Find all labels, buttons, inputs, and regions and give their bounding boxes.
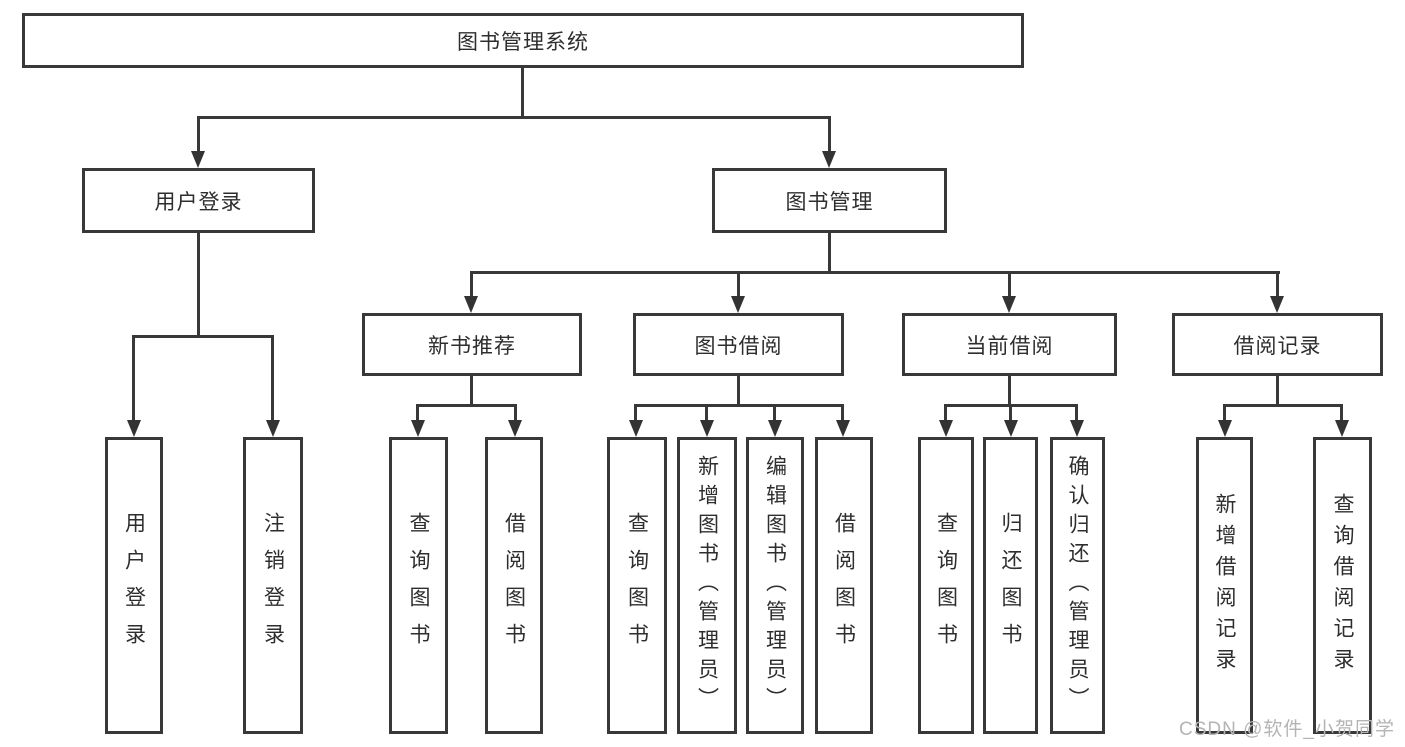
arrow-down xyxy=(700,420,714,437)
leaf-bb-query-books: 查询图书 xyxy=(607,437,667,734)
node-book-management: 图书管理 xyxy=(712,168,947,233)
node-current-borrow-label: 当前借阅 xyxy=(965,334,1054,358)
leaf-bb-borrow-books-label: 借阅图书 xyxy=(832,511,856,660)
arrow-down xyxy=(1004,420,1018,437)
leaf-bb-add-books-admin-label: 新增图书（管理员） xyxy=(695,455,719,716)
leaf-user-login: 用户登录 xyxy=(105,437,163,734)
arrow-down xyxy=(1270,296,1284,313)
connector-line xyxy=(705,404,708,422)
connector-line xyxy=(271,335,274,422)
arrow-down xyxy=(1070,420,1084,437)
arrow-down xyxy=(731,296,745,313)
connector-line xyxy=(1009,404,1012,422)
node-book-borrow-label: 图书借阅 xyxy=(694,334,783,358)
arrow-down xyxy=(768,420,782,437)
leaf-nb-query-books-label: 查询图书 xyxy=(407,511,430,660)
connector-line xyxy=(132,335,274,338)
node-borrow-records-label: 借阅记录 xyxy=(1233,334,1322,358)
leaf-br-add-record-label: 新增借阅记录 xyxy=(1213,492,1236,679)
connector-line xyxy=(1075,404,1078,422)
watermark: CSDN @软件_小贺同学 xyxy=(1179,719,1395,740)
leaf-bb-query-books-label: 查询图书 xyxy=(625,511,649,660)
leaf-nb-query-books: 查询图书 xyxy=(389,437,448,734)
connector-line xyxy=(944,404,947,422)
node-current-borrow: 当前借阅 xyxy=(902,313,1117,376)
connector-line xyxy=(514,404,517,422)
arrow-down xyxy=(822,151,836,168)
connector-line xyxy=(1008,376,1011,406)
leaf-logout-login-label: 注销登录 xyxy=(261,511,285,660)
connector-line xyxy=(470,376,473,406)
arrow-down xyxy=(629,420,643,437)
node-user-login: 用户登录 xyxy=(82,168,315,233)
arrow-down xyxy=(464,296,478,313)
node-book-management-label: 图书管理 xyxy=(785,190,874,214)
arrow-down xyxy=(1335,420,1349,437)
connector-line xyxy=(828,116,831,153)
node-root-label: 图书管理系统 xyxy=(457,30,589,54)
leaf-cb-confirm-return-admin-label: 确认归还（管理员） xyxy=(1066,455,1089,716)
connector-line xyxy=(1223,404,1342,407)
connector-line xyxy=(197,233,200,338)
connector-line xyxy=(1276,376,1279,406)
connector-line xyxy=(634,404,844,407)
leaf-user-login-label: 用户登录 xyxy=(122,511,146,660)
leaf-bb-edit-books-admin-label: 编辑图书（管理员） xyxy=(763,455,787,716)
connector-line xyxy=(634,404,637,422)
node-book-borrow: 图书借阅 xyxy=(633,313,844,376)
connector-line xyxy=(416,404,419,422)
connector-line xyxy=(841,404,844,422)
leaf-nb-borrow-books: 借阅图书 xyxy=(485,437,543,734)
node-borrow-records: 借阅记录 xyxy=(1172,313,1383,376)
connector-line xyxy=(197,116,831,119)
node-user-login-label: 用户登录 xyxy=(154,190,243,214)
connector-line xyxy=(470,271,473,298)
connector-line xyxy=(1340,404,1343,422)
node-root: 图书管理系统 xyxy=(22,13,1024,68)
leaf-br-query-record-label: 查询借阅记录 xyxy=(1331,492,1354,679)
leaf-cb-return-books: 归还图书 xyxy=(983,437,1038,734)
arrow-down xyxy=(1218,420,1232,437)
connector-line xyxy=(1223,404,1226,422)
connector-line xyxy=(773,404,776,422)
arrow-down xyxy=(508,420,522,437)
connector-line xyxy=(197,116,200,153)
leaf-bb-borrow-books: 借阅图书 xyxy=(815,437,873,734)
connector-line xyxy=(828,233,831,274)
connector-line xyxy=(470,271,1280,274)
node-new-book-recommend: 新书推荐 xyxy=(362,313,582,376)
arrow-down xyxy=(266,420,280,437)
leaf-bb-edit-books-admin: 编辑图书（管理员） xyxy=(746,437,804,734)
leaf-cb-return-books-label: 归还图书 xyxy=(999,511,1022,660)
connector-line xyxy=(1276,271,1279,298)
connector-line xyxy=(521,68,524,119)
connector-line xyxy=(737,376,740,406)
connector-line xyxy=(416,404,517,407)
arrow-down xyxy=(191,151,205,168)
leaf-br-query-record: 查询借阅记录 xyxy=(1313,437,1372,734)
leaf-cb-confirm-return-admin: 确认归还（管理员） xyxy=(1050,437,1105,734)
leaf-logout-login: 注销登录 xyxy=(243,437,303,734)
connector-line xyxy=(132,335,135,422)
arrow-down xyxy=(127,420,141,437)
arrow-down xyxy=(836,420,850,437)
arrow-down xyxy=(411,420,425,437)
connector-line xyxy=(1008,271,1011,298)
leaf-cb-query-books-label: 查询图书 xyxy=(934,511,958,660)
leaf-nb-borrow-books-label: 借阅图书 xyxy=(502,511,526,660)
leaf-bb-add-books-admin: 新增图书（管理员） xyxy=(677,437,737,734)
node-new-book-recommend-label: 新书推荐 xyxy=(428,334,516,358)
connector-line xyxy=(737,271,740,298)
leaf-br-add-record: 新增借阅记录 xyxy=(1196,437,1253,734)
leaf-cb-query-books: 查询图书 xyxy=(918,437,974,734)
arrow-down xyxy=(1002,296,1016,313)
arrow-down xyxy=(939,420,953,437)
